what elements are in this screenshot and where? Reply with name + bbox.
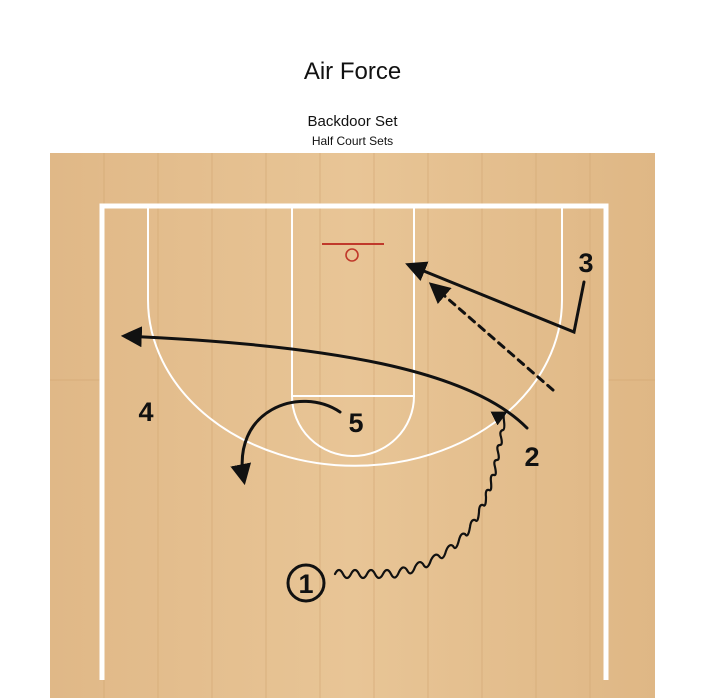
three-point-line bbox=[147, 206, 563, 467]
play-subtitle: Backdoor Set bbox=[307, 113, 398, 130]
paint-lane bbox=[291, 205, 415, 397]
dribble-line-1 bbox=[333, 411, 508, 580]
rim bbox=[345, 248, 359, 262]
cut-line-2 bbox=[120, 326, 529, 430]
player-2: 2 bbox=[524, 442, 539, 472]
play-title: Air Force bbox=[303, 58, 402, 85]
basket bbox=[322, 243, 384, 262]
players: 1 2 3 4 5 bbox=[138, 248, 594, 603]
cut-line-3 bbox=[405, 261, 586, 335]
player-3: 3 bbox=[578, 248, 593, 278]
court-lines bbox=[99, 203, 609, 680]
play-category: Half Court Sets bbox=[311, 134, 394, 148]
player-4: 4 bbox=[138, 397, 153, 427]
player-1-ball-circle bbox=[286, 563, 326, 603]
player-5: 5 bbox=[348, 408, 363, 438]
pass-line bbox=[428, 282, 555, 392]
actions bbox=[120, 261, 586, 580]
player-1: 1 bbox=[298, 569, 313, 599]
cut-line-5 bbox=[230, 399, 342, 486]
free-throw-circle-lower bbox=[291, 395, 415, 457]
